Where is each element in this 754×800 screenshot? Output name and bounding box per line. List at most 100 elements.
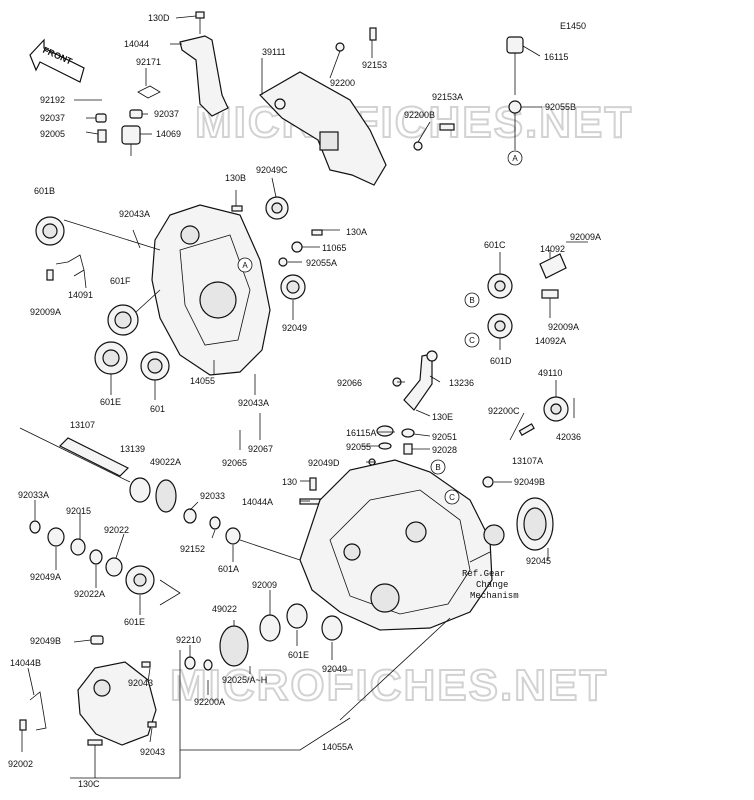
label-92192: 92192: [40, 95, 65, 105]
label-42036: 42036: [556, 432, 581, 442]
label-601C: 601C: [484, 240, 506, 250]
label-601: 601: [150, 404, 165, 414]
label-39111: 39111: [262, 47, 286, 57]
label-92200C: 92200C: [488, 406, 520, 416]
front-arrow-icon: FRONT: [29, 38, 85, 83]
label-14092A: 14092A: [535, 336, 566, 346]
label-92055B: 92055B: [545, 102, 576, 112]
label-92049D: 92049D: [308, 458, 340, 468]
label-92200B: 92200B: [404, 110, 435, 120]
svg-text:B: B: [469, 296, 474, 305]
label-13107: 13107: [70, 420, 95, 430]
label-49022: 49022: [212, 604, 237, 614]
label-601F: 601F: [110, 276, 131, 286]
label-92049C: 92049C: [256, 165, 288, 175]
callout-C-case: C: [444, 489, 460, 505]
svg-text:C: C: [449, 493, 455, 502]
label-11065: 11065: [322, 243, 346, 253]
callout-A-case: A: [237, 257, 253, 273]
label-13139: 13139: [120, 444, 145, 454]
label-16115: 16115: [544, 52, 568, 62]
label-92065: 92065: [222, 458, 247, 468]
callout-A-top: A: [507, 150, 523, 166]
watermark-bottom: MICROFICHES.NET: [170, 661, 608, 710]
label-92022A: 92022A: [74, 589, 105, 599]
label-92049-lower: 92049: [322, 664, 347, 674]
label-92055A: 92055A: [306, 258, 337, 268]
note-line-2: Change: [476, 580, 508, 590]
label-130C: 130C: [78, 779, 100, 789]
label-92152: 92152: [180, 544, 205, 554]
svg-text:B: B: [435, 463, 440, 472]
part-labels: 130D 14044 92171 92192 92037 92037 14069…: [8, 13, 601, 789]
label-92009A-left: 92009A: [30, 307, 61, 317]
svg-text:A: A: [512, 154, 518, 163]
label-92045: 92045: [526, 556, 551, 566]
callout-B-case: B: [430, 459, 446, 475]
label-92033: 92033: [200, 491, 225, 501]
label-601B: 601B: [34, 186, 55, 196]
label-130D: 130D: [148, 13, 170, 23]
label-14055: 14055: [190, 376, 215, 386]
label-92210: 92210: [176, 635, 201, 645]
parts-shapes: [19, 11, 575, 746]
label-92005: 92005: [40, 129, 65, 139]
label-92043A-mid: 92043A: [238, 398, 269, 408]
note-line-1: Ref.Gear: [462, 569, 505, 579]
label-92066: 92066: [337, 378, 362, 388]
label-92002: 92002: [8, 759, 33, 769]
label-14044: 14044: [124, 39, 149, 49]
svg-text:C: C: [469, 336, 475, 345]
label-13236: 13236: [449, 378, 474, 388]
diagram-code: E1450: [560, 21, 586, 31]
watermark-top: MICROFICHES.NET: [195, 98, 633, 147]
label-14091: 14091: [68, 290, 93, 300]
label-92200A: 92200A: [194, 697, 225, 707]
label-92033A: 92033A: [18, 490, 49, 500]
label-14055A: 14055A: [322, 742, 353, 752]
leader-lines: [21, 15, 588, 779]
label-92009: 92009: [252, 580, 277, 590]
label-130E: 130E: [432, 412, 453, 422]
svg-text:A: A: [242, 261, 248, 270]
label-92022: 92022: [104, 525, 129, 535]
callouts: A A B C B C: [237, 150, 523, 505]
label-92043A-top: 92043A: [119, 209, 150, 219]
label-92043-a: 92043: [128, 678, 153, 688]
label-92037-a: 92037: [40, 113, 65, 123]
label-92051: 92051: [432, 432, 457, 442]
label-92009A-right1: 92009A: [570, 232, 601, 242]
label-14044B: 14044B: [10, 658, 41, 668]
label-92200: 92200: [330, 78, 355, 88]
label-92171: 92171: [136, 57, 161, 67]
label-49110: 49110: [538, 368, 562, 378]
label-16115A: 16115A: [346, 428, 376, 438]
label-14044A: 14044A: [242, 497, 273, 507]
label-130B: 130B: [225, 173, 246, 183]
label-601D: 601D: [490, 356, 512, 366]
label-92153A: 92153A: [432, 92, 463, 102]
label-92049B-right: 92049B: [514, 477, 545, 487]
label-13107A: 13107A: [512, 456, 543, 466]
label-601E-left: 601E: [100, 397, 121, 407]
label-92049A: 92049A: [30, 572, 61, 582]
reference-note: Ref.Gear Change Mechanism: [462, 569, 519, 601]
note-line-3: Mechanism: [470, 591, 519, 601]
label-92043-b: 92043: [140, 747, 165, 757]
label-92049B-left: 92049B: [30, 636, 61, 646]
label-14092: 14092: [540, 244, 565, 254]
label-49022A: 49022A: [150, 457, 181, 467]
label-601E-mid: 601E: [124, 617, 145, 627]
label-92025: 92025/A~H: [222, 675, 267, 685]
label-92028: 92028: [432, 445, 457, 455]
label-130: 130: [282, 477, 297, 487]
label-92153: 92153: [362, 60, 387, 70]
label-92009A-right2: 92009A: [548, 322, 579, 332]
label-130A: 130A: [346, 227, 367, 237]
label-601A: 601A: [218, 564, 239, 574]
callout-C-sensor: C: [464, 332, 480, 348]
callout-B-sensor: B: [464, 292, 480, 308]
label-92015: 92015: [66, 506, 91, 516]
label-601E-right: 601E: [288, 650, 309, 660]
